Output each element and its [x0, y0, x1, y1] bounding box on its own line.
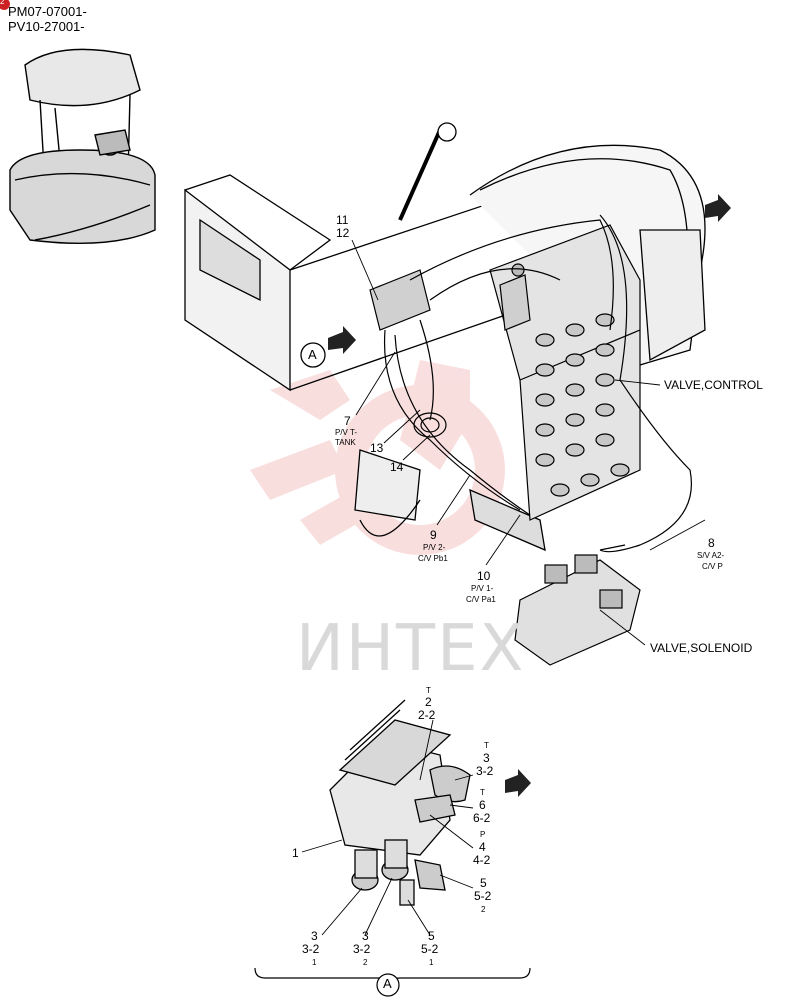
port-r5-a: 5: [480, 876, 487, 890]
port-t6-t: T: [480, 788, 485, 797]
detail-valve-assembly: [329, 699, 471, 906]
port-b32-b: 3-2: [353, 942, 371, 956]
callout-8: 8: [708, 536, 715, 550]
callout-12: 12: [336, 226, 350, 240]
detail-leader-lines: [301, 719, 474, 936]
callout-7: 7: [344, 414, 351, 428]
port-t3-t: T: [484, 741, 489, 750]
label-valve-solenoid: VALVE,SOLENOID: [650, 641, 753, 655]
view-a-marker-icon: [300, 342, 326, 368]
callout-9-sub2: C/V Pb1: [418, 554, 448, 563]
port-t2-t: T: [426, 686, 431, 695]
corner-badge-icon: [0, 0, 10, 10]
control-valve-block: [489, 224, 641, 521]
port-b31-a: 3: [311, 929, 318, 943]
callout-10: 10: [477, 569, 491, 583]
callout-7-sub2: TANK: [335, 438, 356, 447]
callout-10-sub2: C/V Pa1: [466, 595, 496, 604]
callout-11: 11: [336, 213, 349, 227]
port-r5-b: 5-2: [474, 889, 492, 903]
port-t3-a: 3: [483, 751, 490, 765]
view-a-marker-label: A: [308, 347, 317, 362]
corner-badge: 2: [0, 0, 5, 6]
callout-1: 1: [292, 846, 299, 860]
port-t2-a: 2: [425, 695, 432, 709]
view-arrow-icon: [328, 194, 731, 797]
callout-9: 9: [430, 528, 437, 542]
port-p4-b: 4-2: [473, 853, 491, 867]
callout-9-sub: P/V 2-: [423, 543, 446, 552]
port-t2-b: 2-2: [418, 708, 436, 722]
port-p4-a: 4: [479, 840, 486, 854]
cab-thumbnail: [9, 48, 156, 245]
callout-7-sub: P/V T-: [335, 428, 358, 437]
port-b31-b: 3-2: [302, 942, 320, 956]
solenoid-valve: [514, 544, 641, 666]
port-r5-c: 2: [481, 905, 486, 914]
pilot-hoses: [369, 214, 692, 553]
port-p4-t: P: [480, 830, 486, 839]
port-t3-b: 3-2: [476, 764, 494, 778]
callout-14: 14: [390, 460, 404, 474]
port-t6-a: 6: [479, 798, 486, 812]
callout-10-sub: P/V 1-: [471, 584, 494, 593]
port-t6-b: 6-2: [473, 811, 491, 825]
serial-2: PV10-27001-: [8, 19, 85, 34]
serial-1: PM07-07001-: [8, 4, 87, 19]
callout-8-sub: S/V A2-: [697, 551, 725, 560]
watermark: ИНТЕХ: [296, 612, 526, 686]
port-b51-a: 5: [428, 929, 435, 943]
port-b32-a: 3: [362, 929, 369, 943]
port-b51-c: 1: [429, 958, 434, 967]
port-b51-b: 5-2: [421, 942, 439, 956]
port-b31-c: 1: [312, 958, 317, 967]
view-a-bottom-label: A: [383, 976, 392, 991]
port-b32-c: 2: [363, 958, 368, 967]
callout-13: 13: [370, 441, 384, 455]
view-a-bottom-marker-icon: [376, 973, 400, 997]
label-valve-control: VALVE,CONTROL: [664, 378, 763, 392]
callout-8-sub2: C/V P: [702, 562, 723, 571]
leader-lines: [351, 239, 706, 646]
